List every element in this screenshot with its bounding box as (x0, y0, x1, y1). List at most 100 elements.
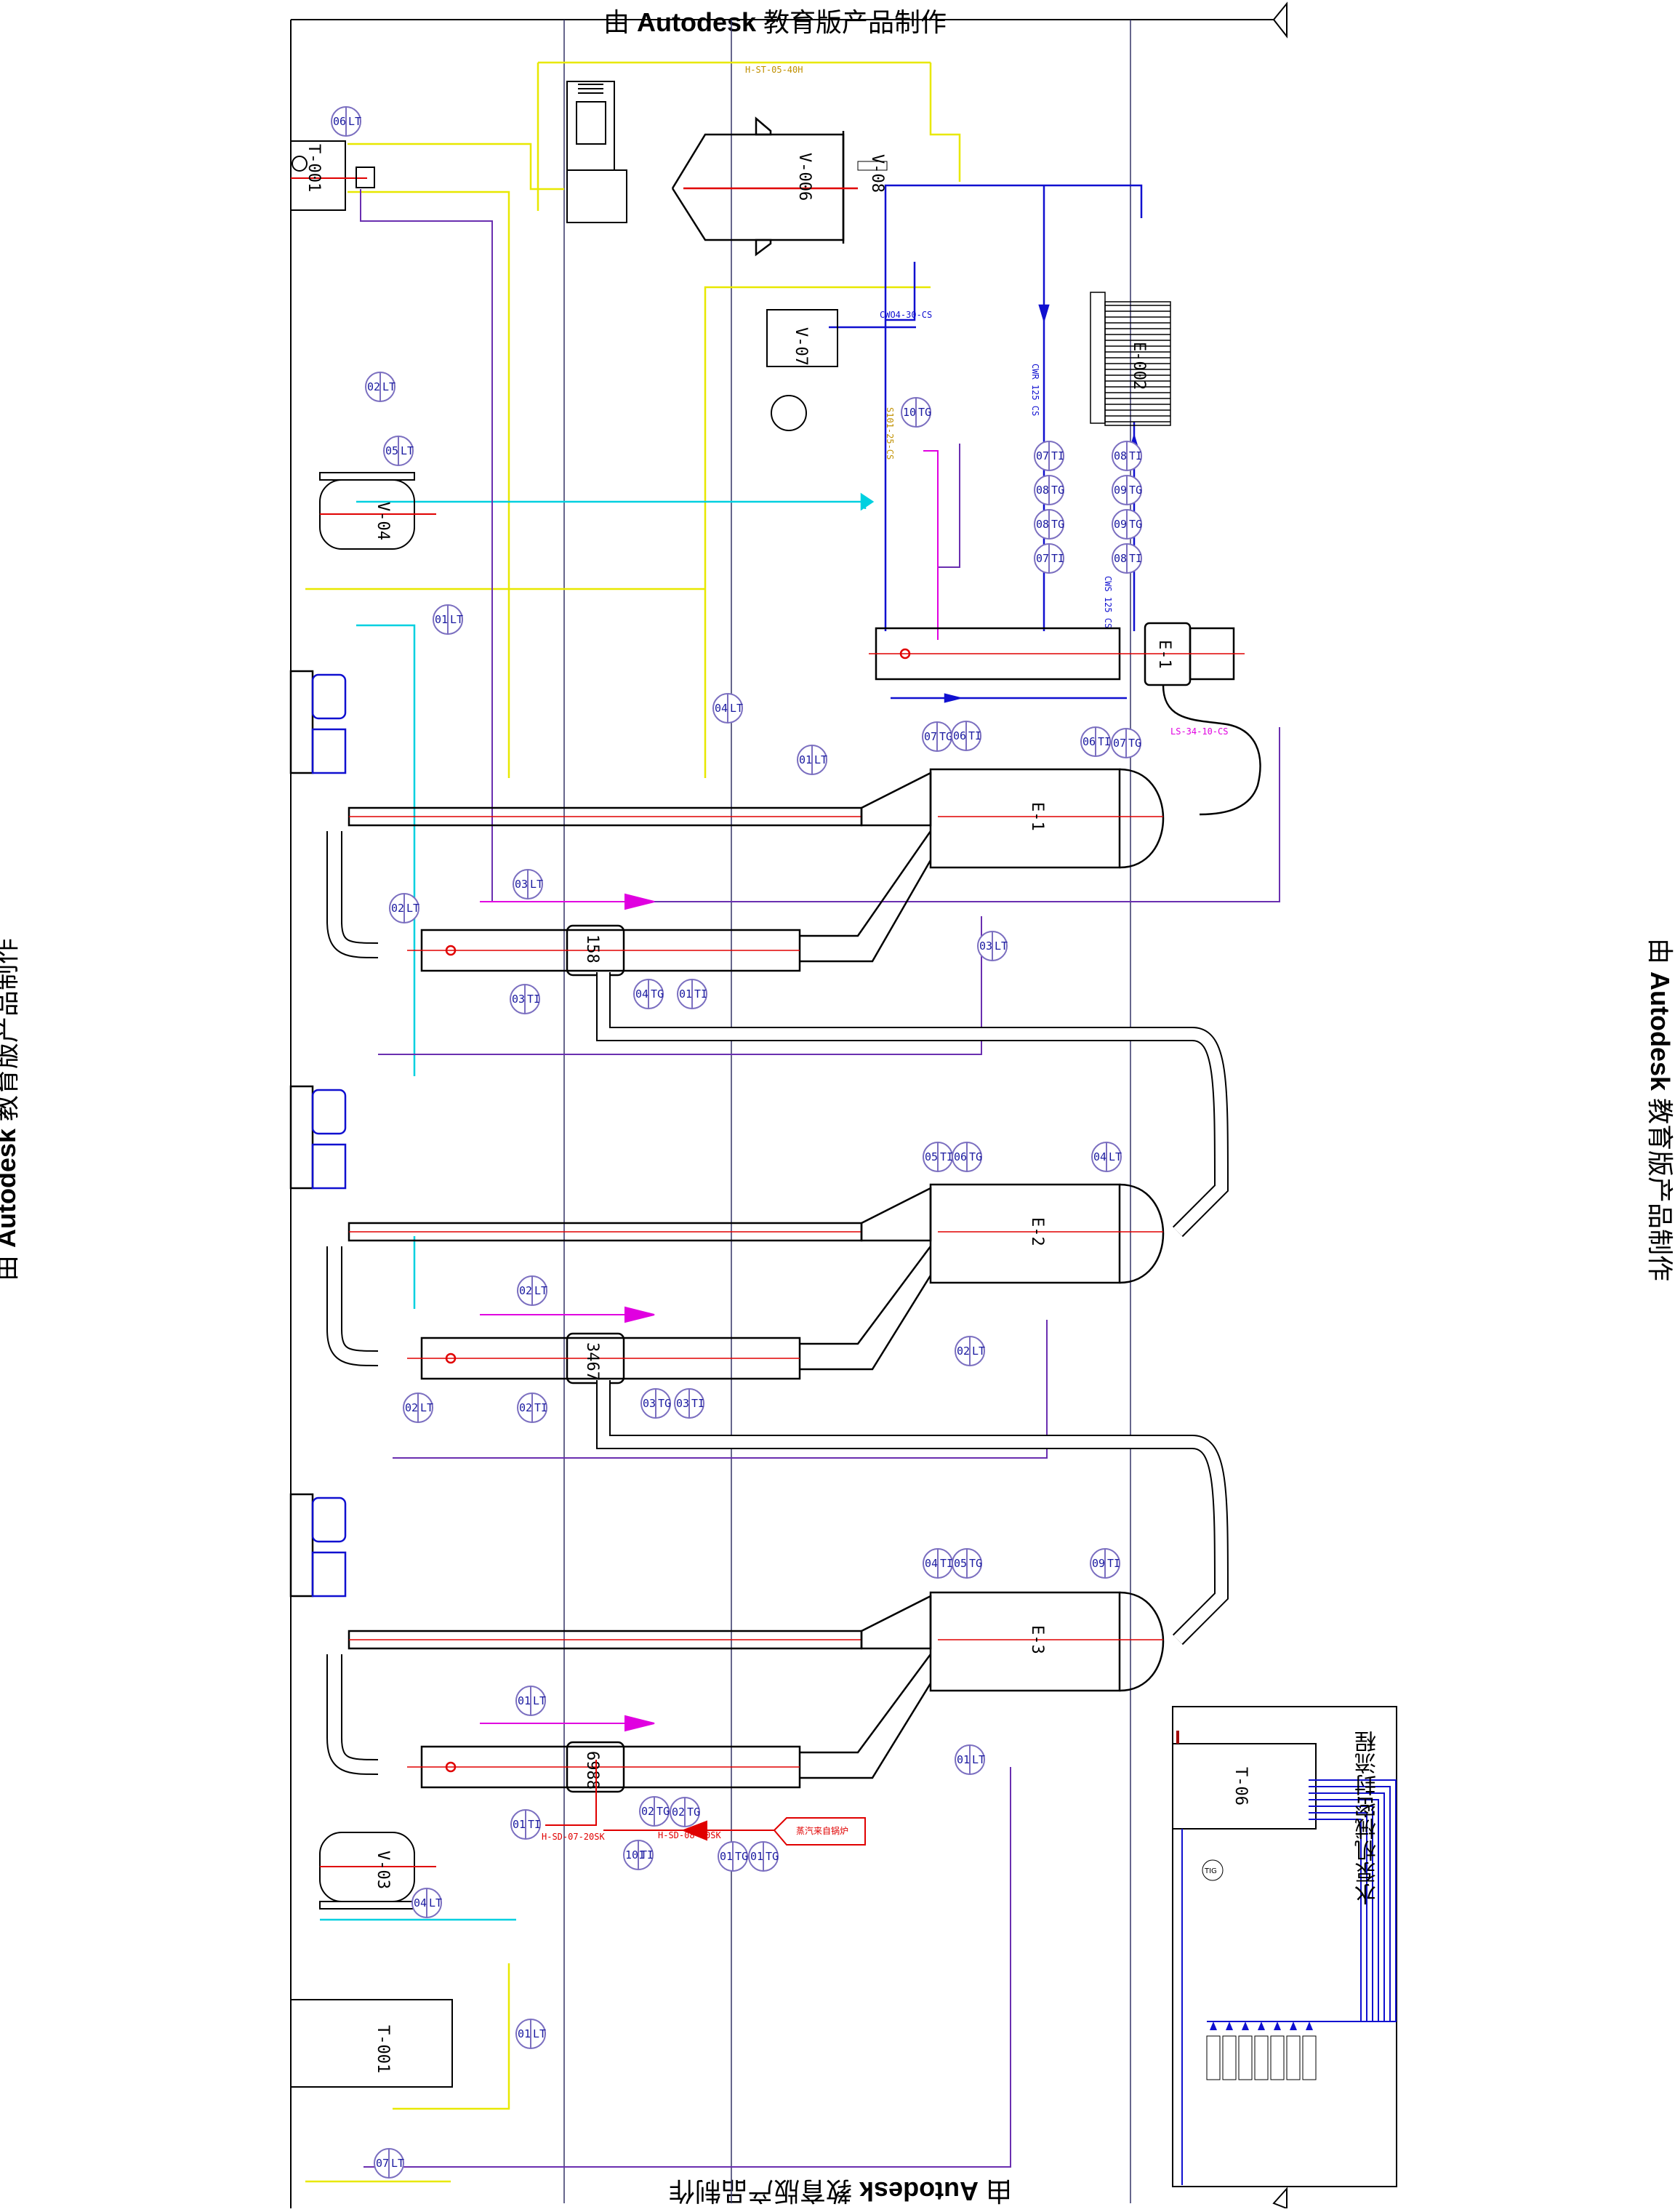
instrument-bubbles: TI07TG08TG08TI07TI08TG09TG09TI08TG10TG07… (331, 106, 1142, 2179)
instrument-tag: TI (1129, 552, 1142, 565)
instrument-tag: TG (651, 987, 664, 1001)
instrument-number: 05 (925, 1150, 938, 1163)
yellow-process-lines (305, 61, 961, 2183)
instrument-tag: TG (687, 1806, 700, 1819)
instrument-tag: TG (939, 730, 952, 743)
instrument-tag: LT (534, 1284, 547, 1297)
instrument-tag: TI (527, 993, 540, 1006)
instrument-tag: TG (969, 1557, 982, 1570)
instrument-tag: TI (940, 1557, 953, 1570)
separator-tank-top (319, 472, 436, 550)
instrument-number: 09 (1114, 484, 1127, 497)
instrument-number: 03 (979, 939, 992, 953)
instrument-number: 101 (625, 1848, 645, 1862)
small-vessel (857, 161, 888, 171)
seal-cartridge (1270, 2035, 1285, 2080)
instrument-tag: LT (450, 613, 463, 626)
instrument-tag: LT (533, 2027, 546, 2040)
instrument-tag: LT (730, 702, 743, 715)
instrument-tag: TI (968, 729, 981, 742)
seal-cartridge (1222, 2035, 1237, 2080)
instrument-tag: TG (735, 1850, 748, 1863)
instrument-tag: TG (766, 1850, 779, 1863)
instrument-number: 06 (954, 1150, 967, 1163)
instrument-tag: TG (1051, 484, 1064, 497)
magenta-lines (480, 450, 939, 1732)
instrument-tag: LT (382, 380, 395, 393)
instrument-number: 01 (720, 1850, 733, 1863)
instrument-number: 03 (676, 1397, 689, 1410)
instrument-number: 02 (519, 1401, 532, 1414)
seal-tank-tag: T-06 (1232, 1767, 1250, 1806)
cyan-condensate-lines (320, 492, 875, 1921)
instrument-number: 07 (1036, 552, 1049, 565)
instrument-number: 01 (518, 2027, 531, 2040)
cw-valve-label: CWO4-30-CS (880, 310, 932, 320)
transfer-pipe (596, 972, 1229, 1238)
small-vessel-tag: V-08 (868, 154, 886, 193)
instrument-number: 08 (1114, 449, 1127, 462)
instrument-number: 02 (519, 1284, 532, 1297)
air-cooler (1090, 292, 1171, 426)
effect-tag: E-2 (1028, 1217, 1046, 1246)
instrument-number: 02 (672, 1806, 685, 1819)
seal-cartridge (1206, 2035, 1221, 2080)
condensate-line-label: S101-25-CS (885, 407, 895, 460)
seal-flush-line (1207, 1819, 1362, 2022)
flow-arrow-icon (1306, 2021, 1313, 2030)
pump-casing (311, 1551, 347, 1598)
column-lines (563, 20, 1131, 2203)
air-cooler-tag: E-002 (1130, 342, 1148, 390)
purple-instrument-lines (360, 189, 1280, 2168)
surface-condenser (869, 622, 1261, 816)
instrument-tag: LT (1109, 1150, 1122, 1163)
flow-arrow-icon (1210, 2021, 1217, 2030)
instrument-number: 01 (513, 1818, 526, 1831)
steam-inlet (545, 1760, 866, 1846)
effect-tag: E-3 (1028, 1625, 1046, 1654)
cyclone-separator (671, 116, 858, 257)
seal-cartridge (1286, 2035, 1301, 2080)
top-tank (290, 140, 375, 211)
instrument-number: 04 (715, 702, 728, 715)
instrument-number: 06 (333, 115, 346, 128)
separator-bottom-tag: V-03 (374, 1851, 392, 1889)
pump-casing (311, 1143, 347, 1190)
cw-supply-label: CWS 125 CS (1103, 576, 1113, 628)
instrument-tag: TI (1051, 552, 1064, 565)
condenser-tag: E-1 (1155, 640, 1173, 669)
instrument-number: 01 (518, 1694, 531, 1707)
instrument-tag: LT (530, 878, 543, 891)
instrument-box (766, 309, 838, 367)
instrument-tag: TG (658, 1397, 671, 1410)
pump-base (289, 1085, 314, 1190)
instrument-tag: TI (1051, 449, 1064, 462)
instrument-number: 03 (512, 993, 525, 1006)
seal-cartridge (1302, 2035, 1317, 2080)
seal-lines (1206, 1779, 1397, 2080)
